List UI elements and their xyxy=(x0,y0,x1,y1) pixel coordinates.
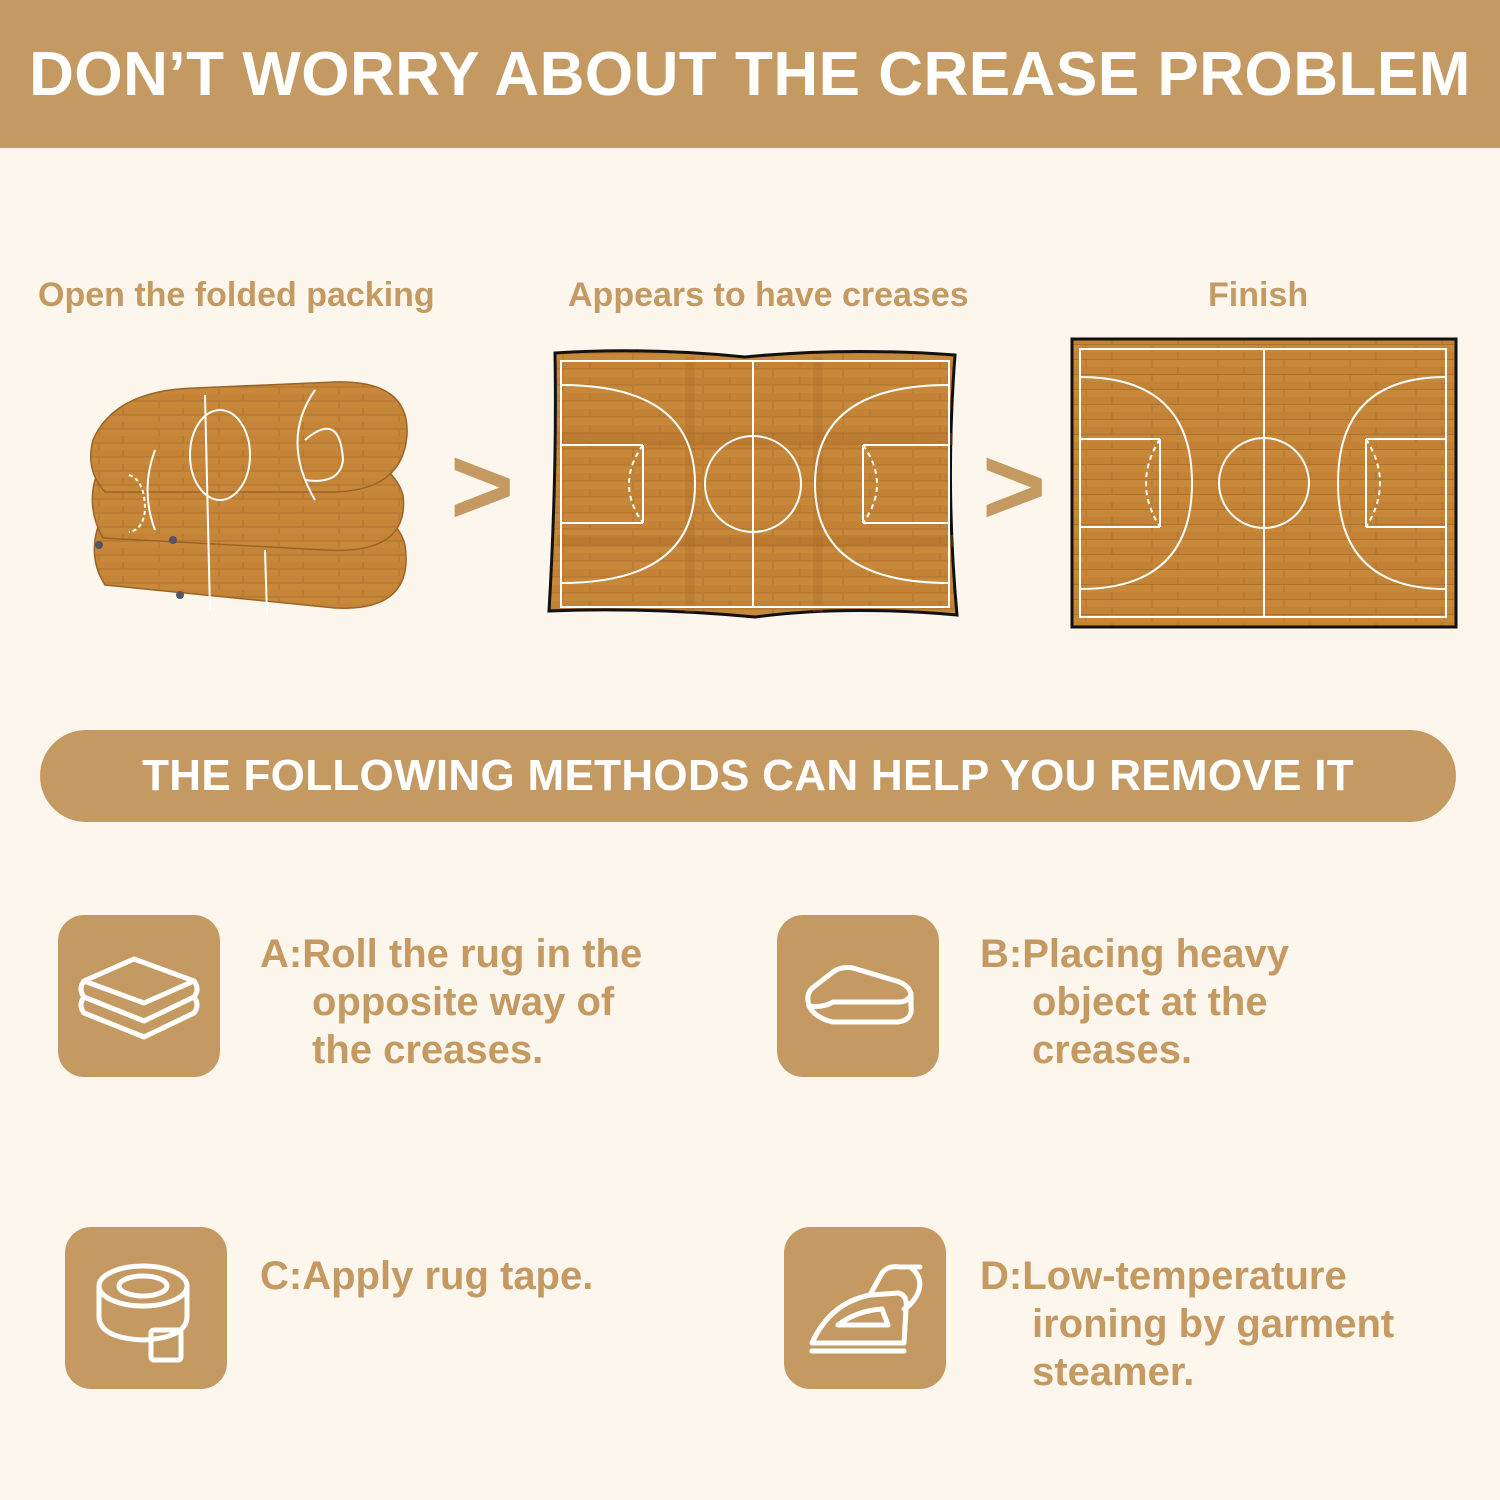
method-b: B:Placing heavy object at the creases. xyxy=(980,930,1289,1074)
methods-banner: THE FOLLOWING METHODS CAN HELP YOU REMOV… xyxy=(40,730,1456,822)
methods-banner-text: THE FOLLOWING METHODS CAN HELP YOU REMOV… xyxy=(142,751,1354,800)
method-b-line-2: object at the xyxy=(1032,980,1268,1024)
step-label-finish: Finish xyxy=(1208,276,1309,314)
method-a-prefix: A: xyxy=(260,932,303,976)
method-a-line-2: opposite way of xyxy=(312,980,615,1024)
method-d-line-1: Low-temperature xyxy=(1022,1254,1347,1298)
method-b-line-1: Placing heavy xyxy=(1022,932,1290,976)
page-title: DON’T WORRY ABOUT THE CREASE PROBLEM xyxy=(29,39,1471,109)
method-d-line-3: steamer. xyxy=(1032,1350,1195,1394)
folded-towel-icon xyxy=(777,915,939,1077)
method-d-line-2: ironing by garment xyxy=(1032,1302,1395,1346)
method-c-line-1: Apply rug tape. xyxy=(302,1254,594,1298)
method-d-prefix: D: xyxy=(980,1254,1023,1298)
method-c-prefix: C: xyxy=(260,1254,303,1298)
method-b-prefix: B: xyxy=(980,932,1023,976)
stacked-towels-icon xyxy=(58,915,220,1077)
step-label-creases: Appears to have creases xyxy=(568,276,969,314)
creased-rug-image xyxy=(545,345,965,630)
iron-icon xyxy=(784,1227,946,1389)
method-a-line-3: the creases. xyxy=(312,1028,544,1072)
arrow-icon-2: > xyxy=(982,425,1047,548)
header-banner: DON’T WORRY ABOUT THE CREASE PROBLEM xyxy=(0,0,1500,148)
step-label-open: Open the folded packing xyxy=(38,276,435,314)
finished-rug-image xyxy=(1070,337,1458,636)
tape-roll-icon xyxy=(65,1227,227,1389)
method-d: D:Low-temperature ironing by garment ste… xyxy=(980,1252,1394,1396)
method-b-line-3: creases. xyxy=(1032,1028,1193,1072)
arrow-icon-1: > xyxy=(450,425,515,548)
method-c: C:Apply rug tape. xyxy=(260,1252,593,1300)
method-a: A:Roll the rug in the opposite way of th… xyxy=(260,930,642,1074)
folded-rug-image xyxy=(85,380,415,625)
method-a-line-1: Roll the rug in the xyxy=(302,932,643,976)
